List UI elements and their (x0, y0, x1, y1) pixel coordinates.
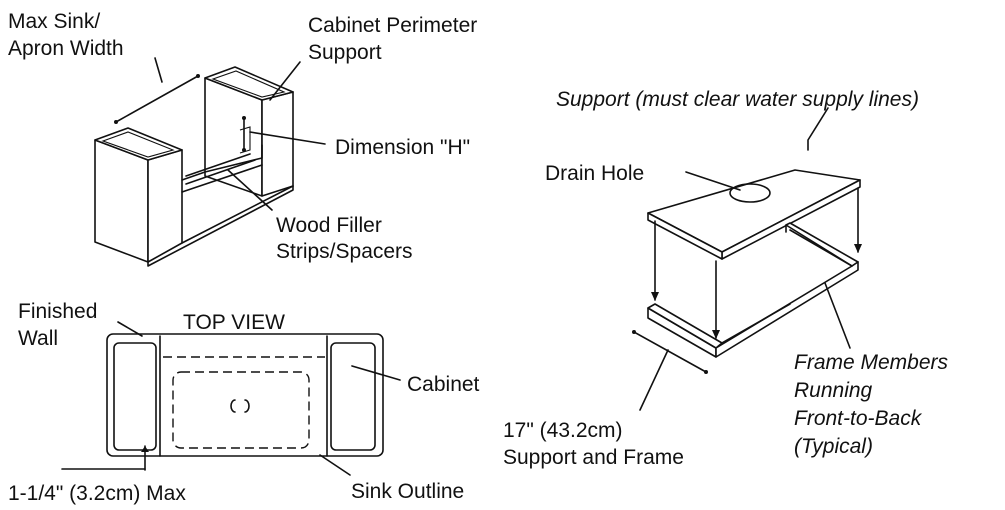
support-board-front (647, 212, 723, 260)
wood-filler-strips (185, 153, 256, 185)
finished-label: Finished (18, 300, 97, 323)
cabinet-isometric-drawing (94, 57, 326, 267)
dimension-17-label: 17" (43.2cm) (503, 419, 623, 442)
drain-hole-label: Drain Hole (545, 162, 644, 185)
dimension-h-label: Dimension "H" (335, 136, 470, 159)
max-clearance-label: 1-1/4" (3.2cm) Max (8, 482, 186, 505)
wood-filler-label: Wood Filler (276, 214, 382, 237)
sink-outline-label: Sink Outline (351, 480, 464, 503)
top-view-drawing (61, 321, 401, 476)
apron-width-label: Apron Width (8, 37, 124, 60)
frame-running-label: Running (794, 379, 873, 402)
drain-hole (729, 183, 771, 203)
frame-back-member (785, 222, 859, 267)
right-cabinet-side (261, 91, 294, 197)
countertop-outline (106, 333, 384, 457)
strips-spacers-label: Strips/Spacers (276, 240, 413, 263)
right-cabinet-top (204, 66, 294, 101)
frame-typical-label: (Typical) (794, 435, 873, 458)
sink-outline (172, 371, 310, 449)
cabinet-perimeter-support-label: Support (308, 41, 382, 64)
frame-front-member (647, 307, 717, 358)
frame-front-to-back-label: Front-to-Back (794, 407, 923, 430)
frame-members-label: Frame Members (794, 351, 949, 374)
cabinet-perimeter-label: Cabinet Perimeter (308, 14, 477, 37)
cabinet-label: Cabinet (407, 373, 480, 396)
wall-label: Wall (18, 327, 58, 350)
right-cabinet-outline (330, 342, 376, 451)
max-sink-label: Max Sink/ (8, 10, 100, 33)
support-and-frame-label: Support and Frame (503, 446, 684, 469)
support-frame-drawing (632, 107, 862, 411)
top-view-title: TOP VIEW (183, 311, 285, 334)
left-cabinet-front (94, 139, 149, 263)
frame-side-member (715, 261, 859, 358)
sink-bay-floor (181, 144, 263, 181)
left-cabinet-side (147, 149, 183, 263)
left-cabinet-outline (113, 342, 157, 451)
support-clear-label: Support (must clear water supply lines) (556, 88, 919, 111)
